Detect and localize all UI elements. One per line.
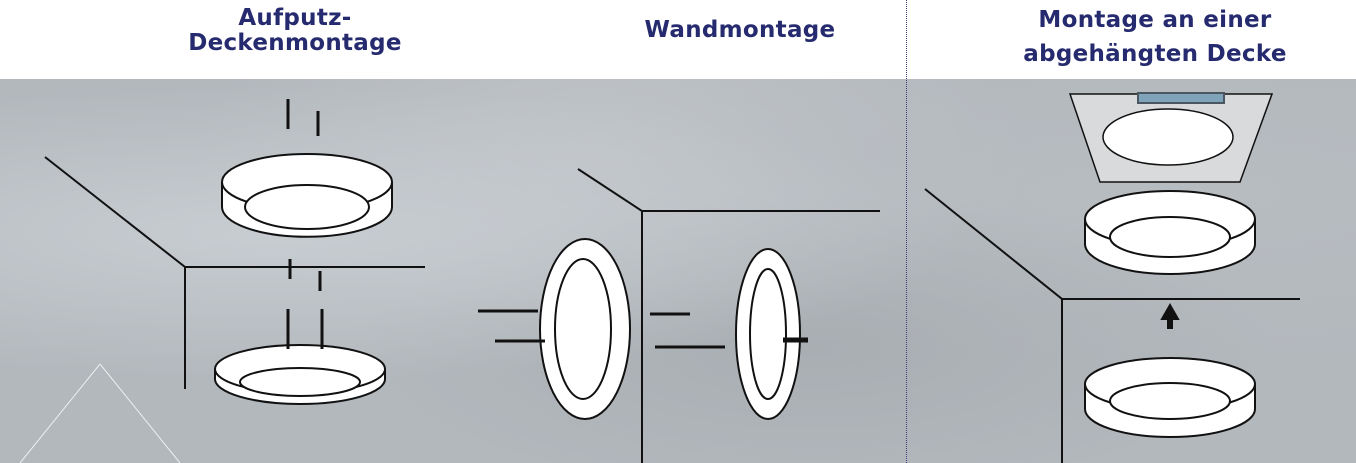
section-title-suspended-ceiling: Montage an einer abgehängten Decke — [980, 3, 1330, 71]
section-title-wall: Wandmontage — [600, 18, 880, 43]
section-divider — [906, 0, 907, 463]
suspended-ceiling-panel — [1068, 92, 1274, 183]
recessed-light — [1084, 190, 1256, 329]
title-line: Aufputz- — [238, 5, 352, 31]
section-title-surface-ceiling: Aufputz- Deckenmontage — [150, 6, 440, 56]
ceiling-light-bottom — [214, 259, 386, 405]
title-line: Deckenmontage — [188, 30, 402, 56]
title-line: abgehängten Decke — [1023, 41, 1287, 67]
installation-illustrations — [19, 92, 1300, 463]
header: Aufputz- Deckenmontage Wandmontage Monta… — [0, 0, 1356, 79]
room-corner-lines — [19, 156, 1300, 463]
recessed-light-springs — [1084, 357, 1256, 438]
title-line: Montage an einer — [1038, 7, 1272, 33]
ceiling-light-top — [221, 99, 393, 238]
wall-light-side — [478, 238, 725, 420]
wall-light-front — [735, 248, 808, 420]
title-line: Wandmontage — [644, 17, 836, 43]
